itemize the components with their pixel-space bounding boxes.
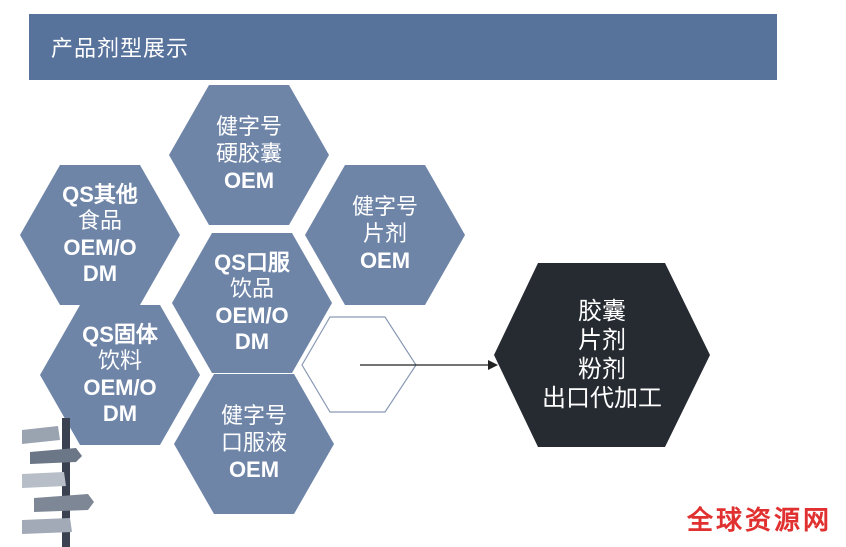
tablet-line2: 片剂	[362, 221, 407, 247]
hex-label-export: 胶囊 片剂 粉剂 出口代加工	[494, 263, 710, 447]
tablet-line3: OEM	[359, 248, 411, 274]
qs-oral-line3: OEM/O	[215, 303, 289, 328]
capsule-line2: 硬胶囊	[215, 141, 282, 167]
hex-label-qs-food: QS其他 食品 OEM/O DM	[20, 165, 180, 305]
hex-label-tablet: 健字号 片剂 OEM	[305, 165, 465, 305]
hex-label-capsule: 健字号 硬胶囊 OEM	[169, 85, 329, 225]
capsule-line1: 健字号	[215, 115, 282, 141]
qs-oral-line2: 饮品	[229, 276, 274, 302]
export-line2: 片剂	[578, 326, 626, 355]
qs-oral-line1: QS口服	[214, 250, 290, 276]
qs-solid-line2: 饮料	[97, 348, 142, 374]
page-title: 产品剂型展示	[51, 37, 190, 62]
header-banner: 产品剂型展示	[29, 14, 777, 80]
qs-food-line2: 食品	[77, 208, 122, 234]
capsule-line3: OEM	[223, 168, 275, 194]
oral-liquid-line3: OEM	[228, 457, 280, 483]
qs-food-line3: OEM/O	[63, 235, 137, 260]
hex-qs-food	[20, 165, 180, 305]
oral-liquid-line2: 口服液	[220, 430, 287, 456]
hex-oral-liquid	[174, 374, 334, 514]
qs-oral-line4: DM	[234, 329, 270, 355]
hex-label-oral-liquid: 健字号 口服液 OEM	[174, 374, 334, 514]
hex-label-qs-solid: QS固体 饮料 OEM/O DM	[40, 305, 200, 445]
export-line4: 出口代加工	[542, 383, 662, 412]
qs-food-line1: QS其他	[62, 182, 138, 208]
oral-liquid-line1: 健字号	[220, 404, 287, 430]
hex-empty-outline	[301, 316, 417, 413]
signpost-image	[22, 418, 94, 547]
hex-qs-oral	[172, 233, 332, 373]
qs-food-line4: DM	[82, 261, 118, 287]
hex-tablet	[305, 165, 465, 305]
export-line3: 粉剂	[578, 355, 626, 383]
tablet-line1: 健字号	[351, 195, 418, 221]
arrow-head-icon	[488, 360, 498, 370]
qs-solid-line3: OEM/O	[83, 375, 157, 400]
hex-qs-solid	[40, 305, 200, 445]
hex-label-qs-oral: QS口服 饮品 OEM/O DM	[172, 233, 332, 373]
qs-solid-line4: DM	[102, 401, 138, 427]
export-line1: 胶囊	[578, 297, 626, 326]
hex-export	[494, 263, 710, 447]
site-watermark: 全球资源网	[686, 506, 832, 536]
hex-capsule	[169, 85, 329, 225]
qs-solid-line1: QS固体	[82, 322, 158, 348]
